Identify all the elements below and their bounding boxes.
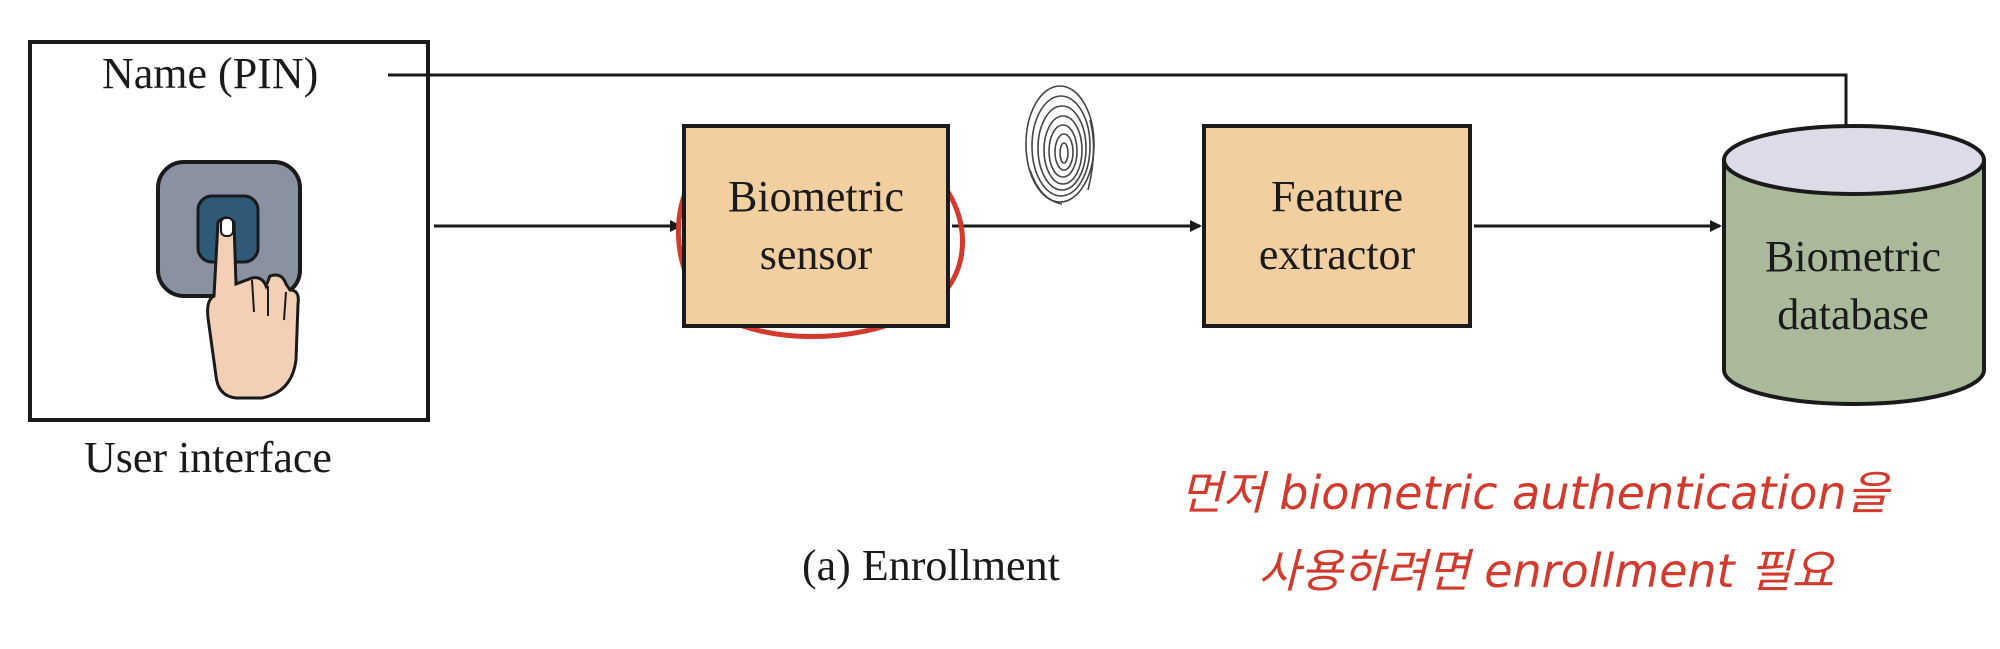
user-interface-label: User interface (84, 433, 332, 482)
figure-caption: (a) Enrollment (802, 541, 1060, 590)
user-interface-box (28, 40, 430, 422)
biometric-sensor-label: Biometric sensor (728, 168, 904, 284)
sensor-line2: sensor (759, 230, 873, 279)
feature-extractor-label: Feature extractor (1259, 168, 1415, 284)
sensor-line1: Biometric (728, 171, 904, 221)
extractor-line1: Feature (1271, 171, 1403, 221)
name-to-database-arrow (388, 73, 1852, 140)
name-pin-label: Name (PIN) (102, 49, 319, 98)
database-line2: database (1777, 290, 1929, 340)
fingerprint-icon (1025, 85, 1095, 205)
feature-extractor-box: Feature extractor (1202, 124, 1472, 328)
extractor-line2: extractor (1258, 230, 1416, 279)
annotation-line2: 사용하려면 enrollment 필요 (1258, 544, 1834, 598)
biometric-sensor-box: Biometric sensor (682, 124, 950, 328)
biometric-database-label: Biometric database (1722, 228, 1984, 344)
database-line1: Biometric (1765, 232, 1941, 281)
database-cylinder (1722, 124, 1986, 406)
finger-touch-icon (156, 160, 302, 400)
annotation-line1: 먼저 biometric authentication을 (1180, 466, 1889, 520)
